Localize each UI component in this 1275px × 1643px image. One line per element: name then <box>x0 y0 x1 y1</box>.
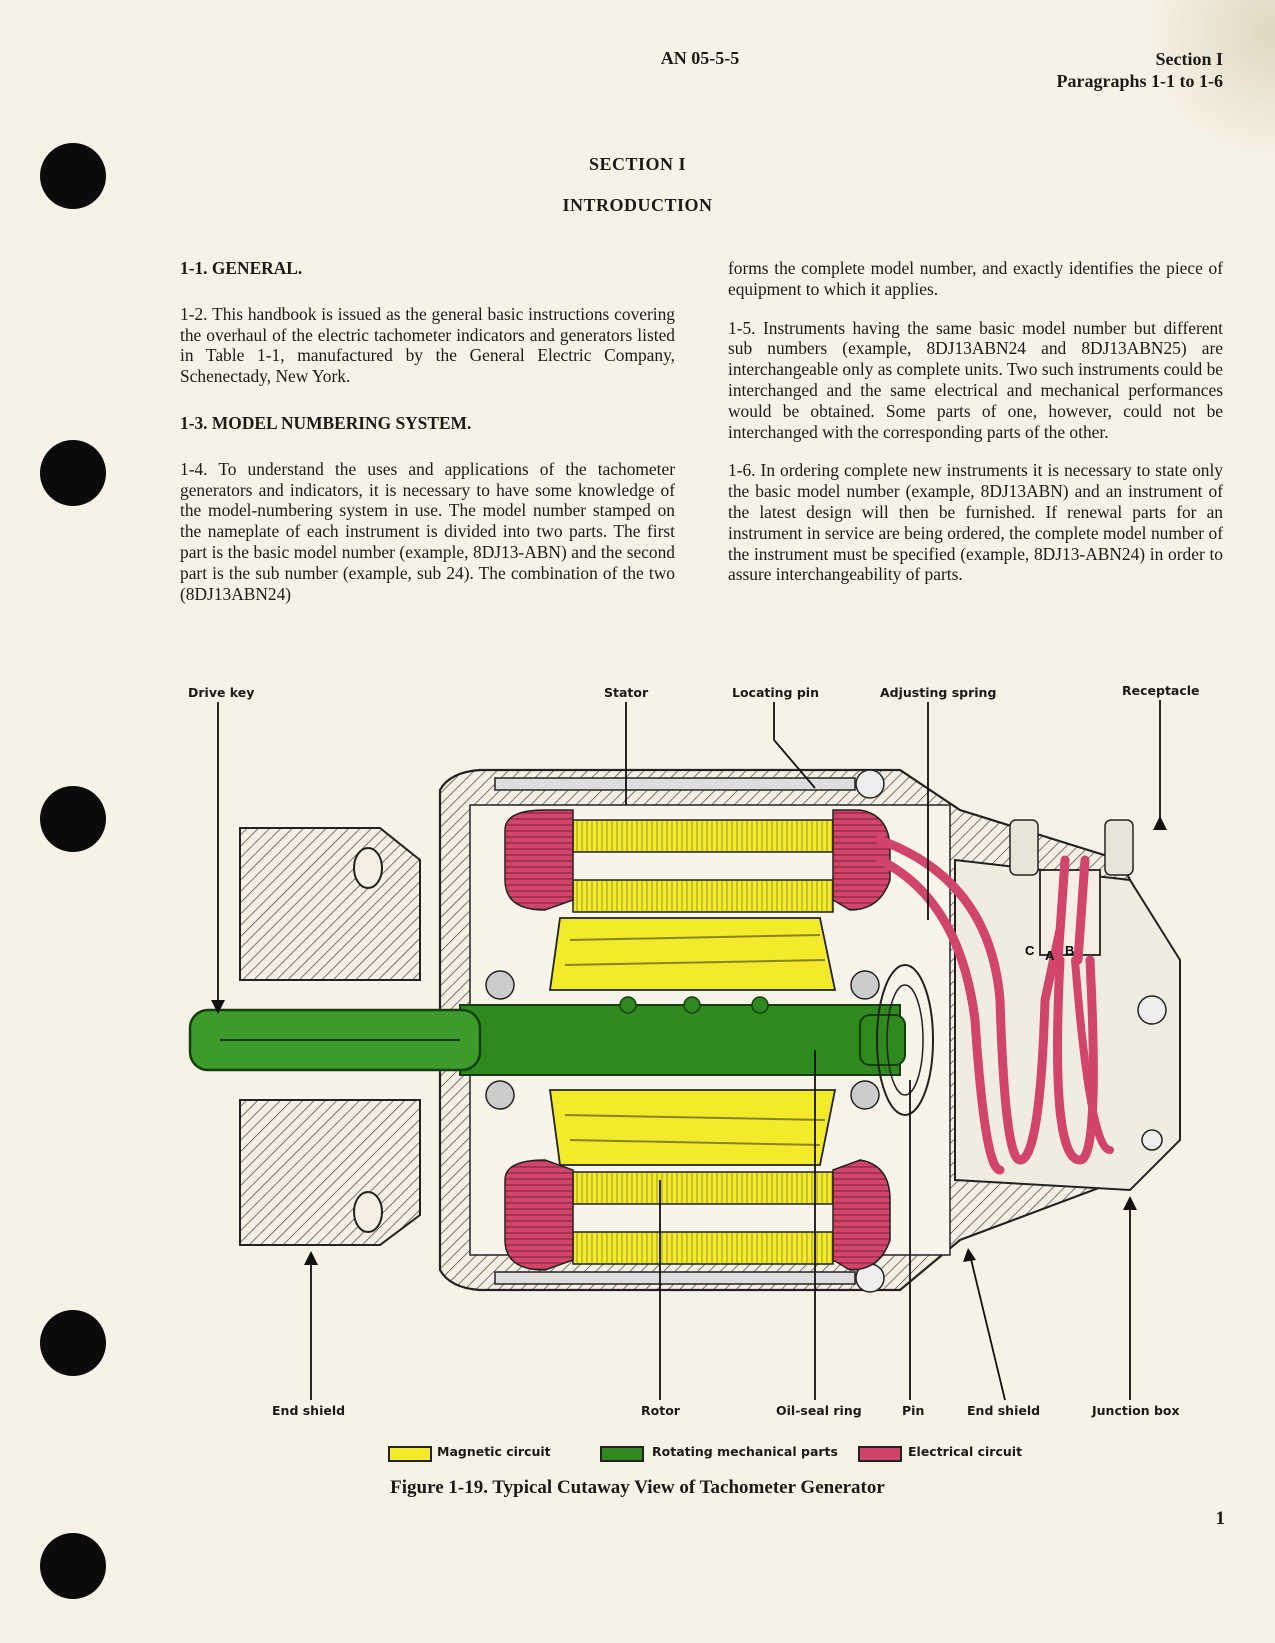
section-number: SECTION I <box>588 154 687 174</box>
connector-a: A <box>1045 948 1055 963</box>
legend-label-rotating: Rotating mechanical parts <box>652 1444 838 1459</box>
page-number: 1 <box>1215 1508 1226 1529</box>
end-shield-left-lower <box>239 1099 421 1246</box>
right-column: forms the complete model number, and exa… <box>728 258 1223 603</box>
paragraph-1-5: 1-5. Instruments having the same basic m… <box>728 317 1223 442</box>
binder-hole <box>40 1310 106 1376</box>
legend-label-electrical: Electrical circuit <box>908 1444 1023 1459</box>
figure-caption: Figure 1-19. Typical Cutaway View of Tac… <box>390 1477 885 1498</box>
label-rotor: Rotor <box>641 1403 680 1418</box>
section-line: Section I <box>1155 49 1224 69</box>
binder-hole <box>40 786 106 852</box>
receptacle-body <box>1039 869 1101 956</box>
legend-swatch-rotating <box>600 1446 644 1462</box>
leader-arrowheads <box>211 816 1167 1265</box>
binder-hole <box>40 440 106 506</box>
section-title: INTRODUCTION <box>562 195 713 215</box>
label-adjusting-spring: Adjusting spring <box>880 685 997 700</box>
label-drive-key: Drive key <box>188 685 255 700</box>
connector-b: B <box>1065 943 1074 958</box>
legend-swatch-electrical <box>858 1446 902 1462</box>
paragraph-1-4: 1-4. To understand the uses and applicat… <box>180 458 675 604</box>
binder-hole <box>40 1533 106 1599</box>
left-column: 1-1. GENERAL. 1-2. This handbook is issu… <box>180 258 675 622</box>
paragraph-1-6: 1-6. In ordering complete new instrument… <box>728 460 1223 585</box>
label-locating-pin: Locating pin <box>732 685 819 700</box>
legend-label-magnetic: Magnetic circuit <box>437 1444 551 1459</box>
junction-box-body <box>954 858 1181 1192</box>
paragraph-1-4-continued: forms the complete model number, and exa… <box>728 258 1223 299</box>
paragraph-1-2: 1-2. This handbook is issued as the gene… <box>180 303 675 387</box>
leader-lines <box>217 700 1161 1401</box>
document-number: AN 05-5-5 <box>660 48 740 68</box>
heading-model-numbering: 1-3. MODEL NUMBERING SYSTEM. <box>180 412 472 433</box>
rotor-upper <box>548 917 837 991</box>
label-oil-seal-ring: Oil-seal ring <box>776 1403 862 1418</box>
label-stator: Stator <box>604 685 649 700</box>
paragraphs-line: Paragraphs 1-1 to 1-6 <box>1056 71 1223 91</box>
rotor-lower <box>548 1089 837 1166</box>
label-receptacle: Receptacle <box>1122 683 1200 698</box>
binder-hole <box>40 143 106 209</box>
legend-swatch-magnetic <box>388 1446 432 1462</box>
rotor-shaft <box>459 1004 901 1076</box>
connector-c: C <box>1025 943 1035 958</box>
end-shield-left-upper <box>239 827 421 981</box>
heading-general: 1-1. GENERAL. <box>180 258 303 278</box>
label-pin: Pin <box>902 1403 925 1418</box>
label-junction-box: Junction box <box>1092 1403 1180 1418</box>
stator-lower <box>572 1171 834 1205</box>
stator-upper <box>572 819 834 853</box>
label-end-shield-left: End shield <box>272 1403 346 1418</box>
section-reference: Section I Paragraphs 1-1 to 1-6 <box>1057 48 1223 92</box>
label-end-shield-right: End shield <box>967 1403 1041 1418</box>
paper-stain <box>1145 0 1275 160</box>
